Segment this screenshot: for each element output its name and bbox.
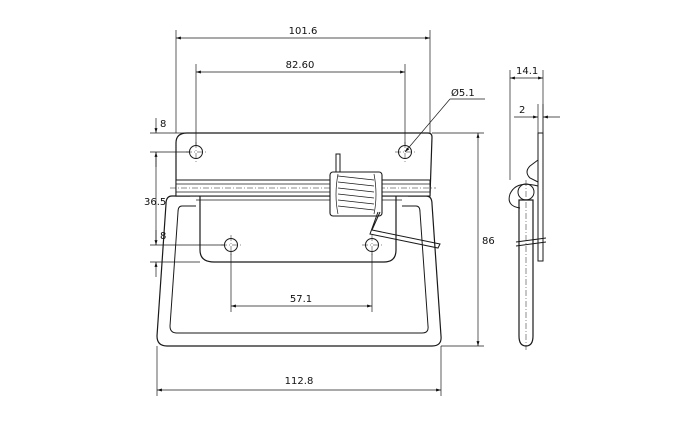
dimension-overall-height: 86 [432,132,495,347]
dim-label-edge-top: 8 [160,119,166,130]
dim-label-overall-width: 112.8 [285,376,314,387]
dim-label-hole-spacing-bottom: 57.1 [290,294,312,305]
dimension-hole-spacing-bottom: 57.1 [230,252,373,312]
front-view: 101.6 82.60 Ø5.1 8 36.5 [144,26,495,396]
dim-label-plate-width: 101.6 [289,26,318,37]
handle-inner [169,205,429,334]
dimension-overall-width: 112.8 [156,346,442,396]
hole-top-left [186,142,206,162]
side-plate [537,132,544,262]
dim-label-side-thickness: 2 [519,105,525,116]
dim-label-hole-diameter: Ø5.1 [451,87,475,99]
dim-label-side-depth: 14.1 [516,66,538,77]
dimension-hole-spacing-top: 82.60 [195,60,406,145]
dim-label-edge-bottom: 8 [160,231,166,242]
dim-label-hole-spacing-top: 82.60 [286,60,315,71]
dim-label-overall-height: 86 [482,236,495,247]
dimension-hole-diameter: Ø5.1 [404,87,485,153]
hole-bottom-left [221,235,241,255]
side-view: 14.1 2 [508,66,560,350]
hole-top-right [395,142,415,162]
hole-bottom-right [362,235,382,255]
side-spring [515,237,547,247]
spring-coil [329,153,441,249]
dimension-left-stack: 8 36.5 8 [144,118,224,277]
dimension-side-thickness: 2 [514,104,560,133]
dimension-plate-width: 101.6 [175,26,431,133]
dim-label-plate-height: 36.5 [144,197,166,208]
